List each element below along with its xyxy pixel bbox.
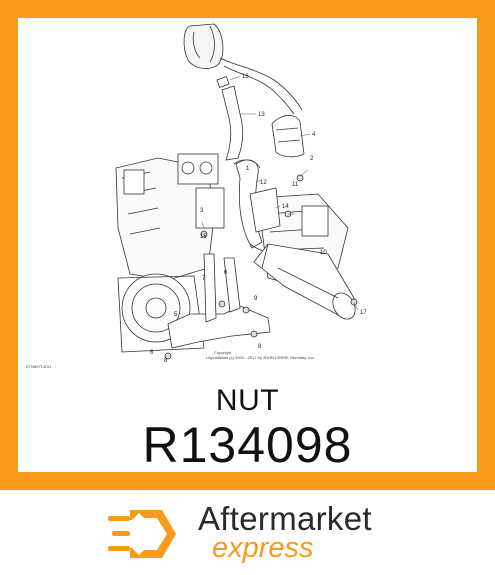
callout-8b: 8	[164, 358, 168, 364]
callout-7: 7	[202, 276, 206, 282]
callout-6b: 6	[150, 350, 154, 356]
exploded-parts-diagram: 16 13 4 2 12 14 11 3 1 15 10 7 6 9 17 5 …	[26, 23, 367, 369]
callout-3: 3	[200, 208, 204, 214]
callout-12: 12	[260, 180, 267, 186]
callout-13: 13	[258, 112, 265, 118]
part-name: NUT	[215, 384, 280, 417]
callout-11: 11	[292, 182, 299, 188]
callout-16: 16	[242, 74, 249, 80]
callout-14: 14	[282, 204, 289, 210]
brand-name-line-1: Aftermarket	[198, 500, 372, 537]
aftermarket-express-logo-icon	[108, 510, 176, 558]
callout-1: 1	[246, 166, 250, 172]
brand-footer: Aftermarket express	[0, 490, 495, 575]
product-panel: 16 13 4 2 12 14 11 3 1 15 10 7 6 9 17 5 …	[18, 18, 477, 473]
figure-id: ETN65713DI1	[26, 364, 52, 369]
callout-4: 4	[312, 132, 316, 138]
callout-15: 15	[200, 234, 207, 240]
callout-8: 8	[258, 344, 262, 350]
callout-17: 17	[360, 310, 367, 316]
callout-6: 6	[224, 270, 228, 276]
callout-2: 2	[310, 156, 314, 162]
brand-name-line-2: express	[212, 532, 314, 564]
copyright-line-1: Copyright	[214, 350, 232, 355]
callout-5: 5	[174, 312, 178, 318]
callout-9: 9	[254, 296, 258, 302]
callout-10: 10	[320, 250, 327, 256]
part-number: R134098	[142, 417, 353, 473]
copyright-line-2: Unpublished (c) 2004 - 2017 by JOHN DEER…	[206, 355, 315, 360]
